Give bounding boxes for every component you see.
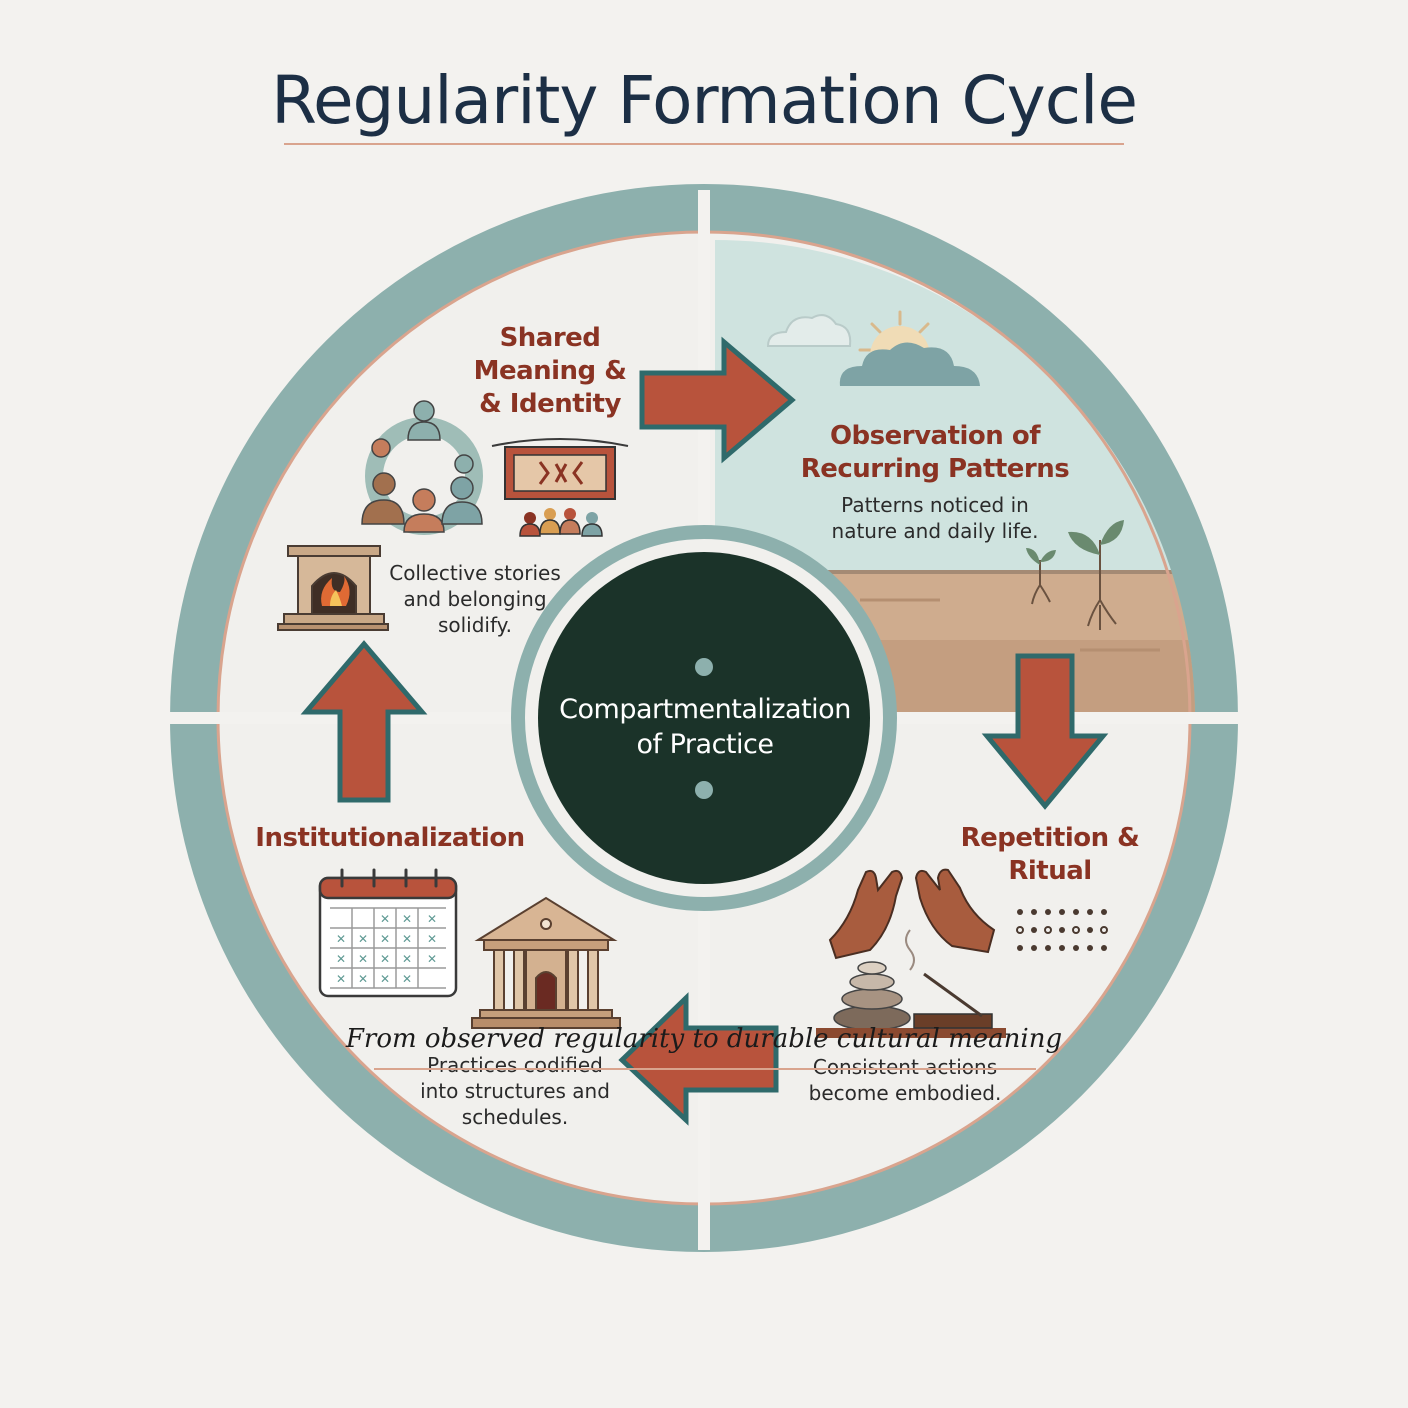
tagline: From observed regularity to durable cult… <box>345 1024 1063 1054</box>
page-title: Regularity Formation Cycle <box>271 62 1138 139</box>
shared-meaning-title: Shared Meaning & & Identity <box>473 323 627 419</box>
temple-icon <box>471 896 621 1029</box>
institutionalization-description: Practices codified into structures and s… <box>420 1053 610 1129</box>
arrow-to-repetition <box>981 653 1109 810</box>
hub-dot-top <box>695 658 713 676</box>
community-circle-icon <box>361 400 483 535</box>
svg-text:✕: ✕ <box>380 952 390 966</box>
praying-hands-icon <box>828 868 996 960</box>
ritual-tray <box>816 1028 1006 1038</box>
hub-dot-bottom <box>695 781 713 799</box>
svg-text:✕: ✕ <box>358 972 368 986</box>
title-underline <box>284 143 1124 145</box>
svg-text:✕: ✕ <box>380 972 390 986</box>
dot-pattern-icon <box>1016 909 1108 951</box>
svg-text:✕: ✕ <box>336 932 346 946</box>
stacked-stones-icon <box>833 961 911 1031</box>
arrow-to-institutionalization <box>618 992 779 1126</box>
repetition-title: Repetition & Ritual <box>960 823 1140 886</box>
svg-text:✕: ✕ <box>402 972 412 986</box>
calendar-icon: ✕ ✕ ✕ ✕ ✕ ✕ ✕ ✕ ✕ ✕ ✕ ✕ ✕ ✕ ✕ ✕ ✕ <box>318 868 458 998</box>
tagline-underline <box>374 1068 1036 1070</box>
center-label: Compartmentalization of Practice <box>559 694 851 760</box>
svg-text:✕: ✕ <box>427 952 437 966</box>
hearth-icon <box>277 545 389 631</box>
tapestry-icon <box>491 438 629 537</box>
svg-text:✕: ✕ <box>380 912 390 926</box>
repetition-description: Consistent actions become embodied. <box>808 1055 1002 1105</box>
svg-text:✕: ✕ <box>427 932 437 946</box>
incense-smoke <box>905 929 915 971</box>
svg-text:✕: ✕ <box>402 912 412 926</box>
sprout-icon <box>1031 540 1117 630</box>
arrow-to-observation <box>639 336 796 464</box>
incense-icon <box>913 972 993 1029</box>
sun-cloud-icon <box>766 310 980 386</box>
svg-text:✕: ✕ <box>380 932 390 946</box>
svg-text:✕: ✕ <box>402 952 412 966</box>
svg-text:✕: ✕ <box>427 912 437 926</box>
svg-text:✕: ✕ <box>336 952 346 966</box>
observation-description: Patterns noticed in nature and daily lif… <box>831 493 1039 543</box>
observation-title: Observation of Recurring Patterns <box>800 421 1070 484</box>
svg-text:✕: ✕ <box>402 932 412 946</box>
svg-text:✕: ✕ <box>336 972 346 986</box>
svg-text:✕: ✕ <box>358 952 368 966</box>
institutionalization-title: Institutionalization <box>255 823 525 853</box>
hub-core <box>538 552 870 884</box>
svg-text:✕: ✕ <box>358 932 368 946</box>
arrow-to-shared-meaning <box>300 640 428 803</box>
shared-meaning-description: Collective stories and belonging solidif… <box>389 561 561 637</box>
